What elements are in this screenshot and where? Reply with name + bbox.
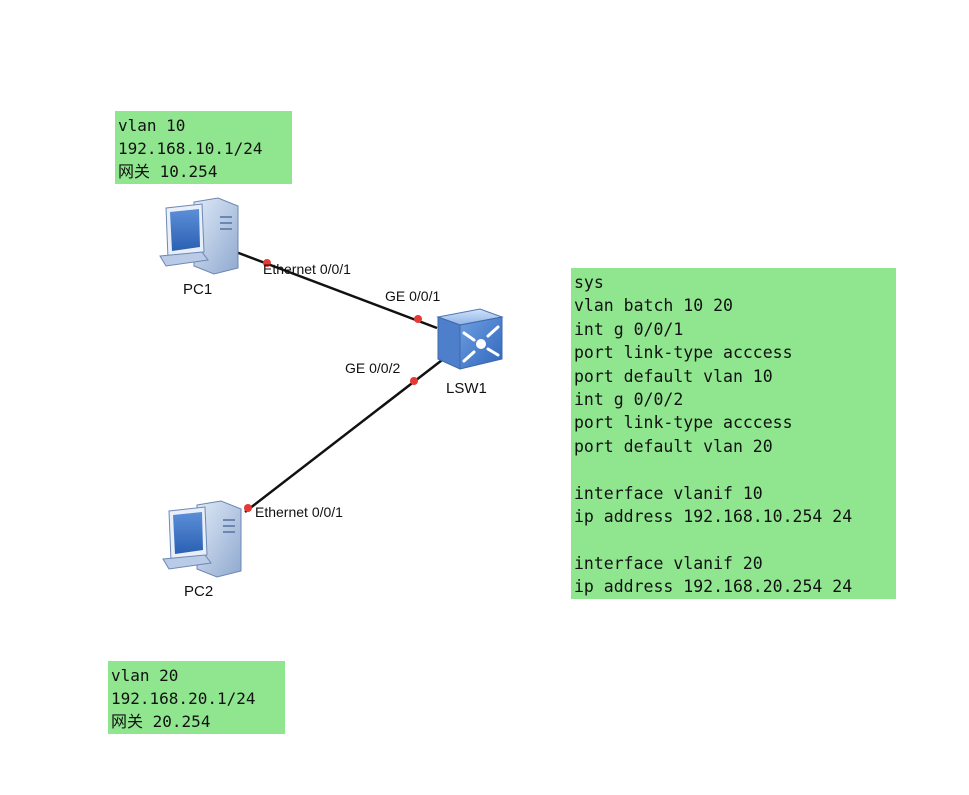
config-line: ip address 192.168.10.254 24 bbox=[574, 506, 853, 526]
config-line: sys bbox=[574, 273, 604, 292]
sw-ge1-port-label: GE 0/0/1 bbox=[385, 288, 441, 304]
config-line: interface vlanif 20 bbox=[574, 553, 763, 573]
config-line: port default vlan 20 bbox=[574, 436, 773, 456]
pc1-gateway: 网关 10.254 bbox=[118, 160, 288, 183]
pc1-port-label: Ethernet 0/0/1 bbox=[263, 261, 351, 277]
port-dot-pc2-eth bbox=[244, 504, 252, 512]
pc2-gateway-label: 网关 bbox=[111, 712, 144, 731]
pc1-gateway-value: 10.254 bbox=[150, 162, 218, 181]
config-line: ip address 192.168.20.254 24 bbox=[574, 577, 853, 597]
pc2-port-label: Ethernet 0/0/1 bbox=[255, 504, 343, 520]
config-line: port link-type acccess bbox=[574, 413, 793, 433]
config-line: port default vlan 10 bbox=[574, 366, 773, 386]
pc2-gateway: 网关 20.254 bbox=[111, 710, 281, 733]
config-line: port link-type acccess bbox=[574, 343, 793, 363]
pc-icon[interactable] bbox=[159, 197, 239, 275]
config-line: interface vlanif 10 bbox=[574, 483, 763, 503]
switch-config-note: sys vlan batch 10 20 int g 0/0/1 port li… bbox=[571, 268, 896, 599]
pc1-gateway-label: 网关 bbox=[118, 162, 151, 181]
config-line: vlan batch 10 20 bbox=[574, 296, 733, 316]
pc2-ip: 192.168.20.1/24 bbox=[111, 689, 256, 708]
switch-label: LSW1 bbox=[446, 380, 487, 397]
pc1-vlan: vlan 10 bbox=[118, 116, 186, 135]
pc-icon[interactable] bbox=[162, 500, 242, 578]
config-line: int g 0/0/1 bbox=[574, 319, 684, 339]
port-dot-sw-ge1 bbox=[414, 315, 422, 323]
pc2-vlan: vlan 20 bbox=[111, 666, 179, 685]
pc1-label: PC1 bbox=[183, 281, 213, 298]
config-line: int g 0/0/2 bbox=[574, 389, 684, 409]
port-dot-pc1-eth bbox=[263, 259, 271, 267]
pc2-label: PC2 bbox=[184, 583, 214, 600]
pc1-config-note: vlan 10 192.168.10.1/24 网关 10.254 bbox=[115, 111, 292, 184]
switch-icon[interactable] bbox=[436, 308, 504, 370]
port-dot-sw-ge2 bbox=[410, 377, 418, 385]
pc1-ip: 192.168.10.1/24 bbox=[118, 139, 263, 158]
pc2-config-note: vlan 20 192.168.20.1/24 网关 20.254 bbox=[108, 661, 285, 734]
pc2-gateway-value: 20.254 bbox=[143, 712, 211, 731]
sw-ge2-port-label: GE 0/0/2 bbox=[345, 360, 401, 376]
